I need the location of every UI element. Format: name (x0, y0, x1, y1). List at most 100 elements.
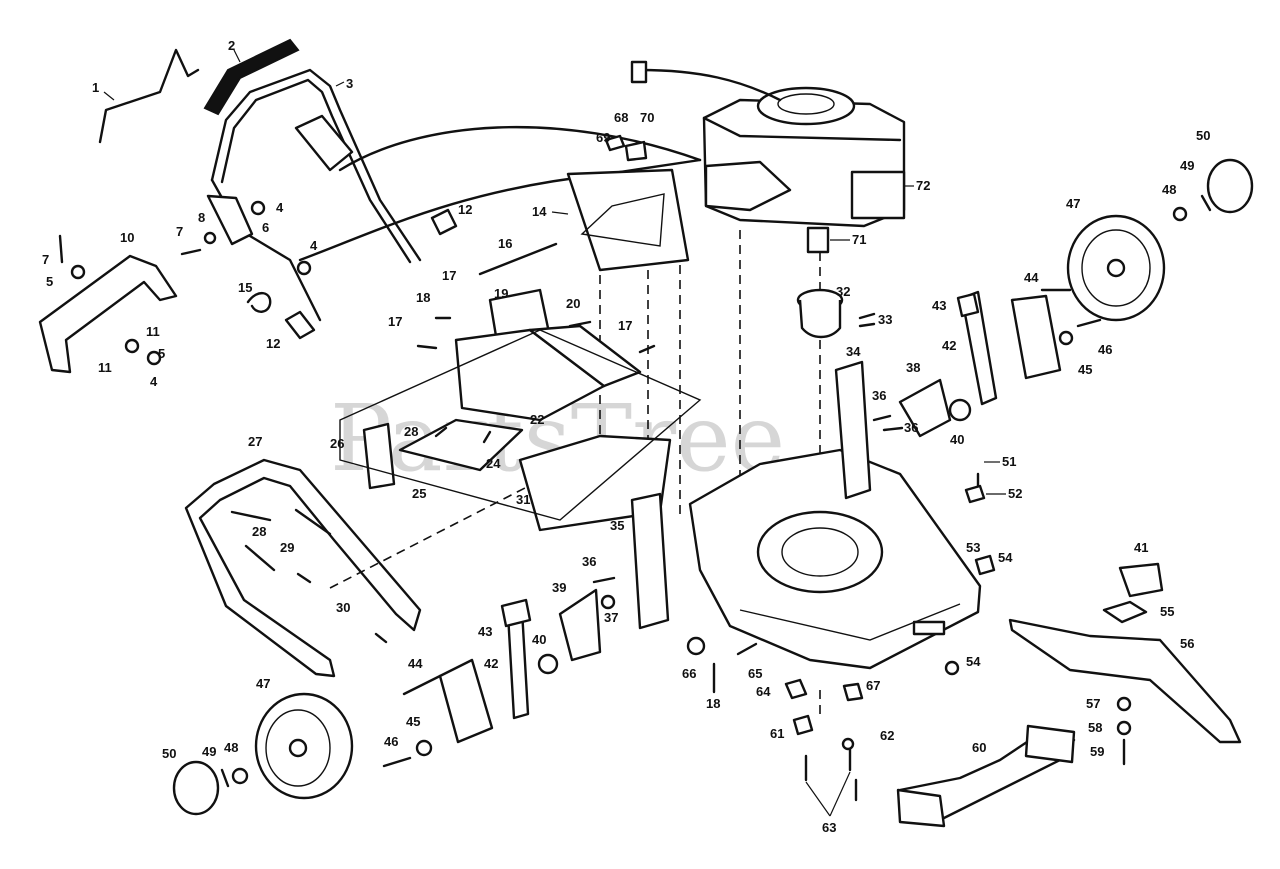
guide-5 (329, 469, 561, 589)
deflector-22-side (528, 324, 642, 388)
callout-54a: 54 (998, 550, 1013, 565)
grip-43-rear-part (956, 292, 980, 318)
baffle-14-group (478, 168, 690, 276)
callout-59: 59 (1090, 744, 1104, 759)
callout-43b: 43 (478, 624, 492, 639)
control-box-part (294, 114, 354, 172)
engine-plate-part (704, 160, 792, 212)
callout-12b: 12 (266, 336, 280, 351)
plate-34-part (834, 360, 872, 500)
front-wheel-rim (265, 709, 331, 787)
callout-71: 71 (852, 232, 866, 247)
nut-62-part (841, 737, 855, 751)
washer-48-front (231, 767, 249, 785)
height-adjuster-rear (898, 288, 1072, 438)
washer-5b-part (124, 338, 140, 354)
crankshaft-71-part (806, 226, 830, 254)
callout-48b: 48 (224, 740, 238, 755)
engine-assembly (604, 60, 906, 339)
baffle-60-tab (1024, 724, 1076, 764)
callout-30: 30 (336, 600, 350, 615)
callout-65: 65 (748, 666, 762, 681)
bag-outline (339, 329, 702, 521)
callout-15: 15 (238, 280, 252, 295)
callout-28a: 28 (252, 524, 266, 539)
wheel-47-front (172, 692, 433, 816)
callout-51: 51 (1002, 454, 1016, 469)
washer-45-front (415, 739, 433, 757)
callout-49a: 49 (1180, 158, 1194, 173)
blade-adapter-32-body (798, 299, 842, 339)
callout-57: 57 (1086, 696, 1100, 711)
callout-33: 33 (878, 312, 892, 327)
wheel-47-rear (1058, 158, 1254, 346)
clip-41-part (1118, 562, 1164, 598)
engine-top-edge (702, 116, 902, 142)
deck-motor-opening (756, 510, 884, 594)
bracket-67-part (842, 682, 864, 702)
brake-cable (298, 158, 702, 262)
callout-37: 37 (604, 610, 618, 625)
height-adjuster-front (402, 588, 602, 744)
callout-36a: 36 (872, 388, 886, 403)
axle-44-front (402, 674, 442, 696)
washer-8-part (203, 231, 217, 245)
key-33-part (858, 312, 876, 328)
callout-68: 68 (614, 110, 628, 125)
bolt-7b-part (58, 234, 64, 264)
deflector-group (339, 288, 702, 532)
baffle-14-part (566, 168, 690, 272)
pin-28-part (230, 510, 272, 522)
callout-35: 35 (610, 518, 624, 533)
nut-54a-part (974, 554, 996, 576)
callout-11a: 11 (146, 324, 160, 339)
washer-37-part (600, 594, 616, 610)
handle-grip-part (203, 38, 300, 116)
lower-parts-group (592, 414, 1076, 828)
clip-49-front (220, 768, 230, 788)
bolt-7-part (180, 248, 202, 256)
connector-part (630, 60, 648, 84)
screw-17b-part (638, 344, 656, 354)
bolt-46-rear (1076, 318, 1102, 328)
knob-4-part (250, 200, 266, 216)
rod-16-part (478, 242, 558, 276)
callout-25: 25 (412, 486, 426, 501)
callout-26: 26 (330, 436, 344, 451)
callout-46a: 46 (1098, 342, 1112, 357)
callout-67: 67 (866, 678, 880, 693)
callout-16: 16 (498, 236, 512, 251)
cover-10-part (38, 254, 178, 374)
callout-34: 34 (846, 344, 861, 359)
knob-4b-part (296, 260, 312, 276)
callout-50a: 50 (1196, 128, 1210, 143)
bolt-28-part (434, 426, 448, 438)
front-wheel-hub (288, 738, 308, 758)
deck-group (688, 448, 982, 670)
upper-handle-inner (220, 78, 412, 264)
callout-38: 38 (906, 360, 920, 375)
clip-52-part (964, 484, 986, 504)
clip-49-rear (1200, 194, 1212, 212)
callout-45a: 45 (1078, 362, 1092, 377)
nut-66-part (686, 636, 706, 656)
callout-72: 72 (916, 178, 930, 193)
nut-54b-part (944, 660, 960, 676)
callout-52: 52 (1008, 486, 1022, 501)
callout-14: 14 (532, 204, 547, 219)
wing-knob-12-part (430, 208, 458, 236)
callout-28b: 28 (404, 424, 418, 439)
callout-40a: 40 (950, 432, 964, 447)
control-bar-part (98, 48, 200, 144)
washer-45-rear (1058, 330, 1074, 346)
clip-15-part (246, 292, 272, 313)
knob-40-front-part (537, 653, 559, 675)
callout-42b: 42 (484, 656, 498, 671)
callout-6: 6 (262, 220, 269, 235)
chute-25-part (398, 418, 524, 472)
bracket-26-part (362, 422, 396, 490)
baffle-14-detail (580, 193, 665, 247)
adapter-55-part (1102, 600, 1148, 624)
clip-30b-part (374, 632, 388, 644)
